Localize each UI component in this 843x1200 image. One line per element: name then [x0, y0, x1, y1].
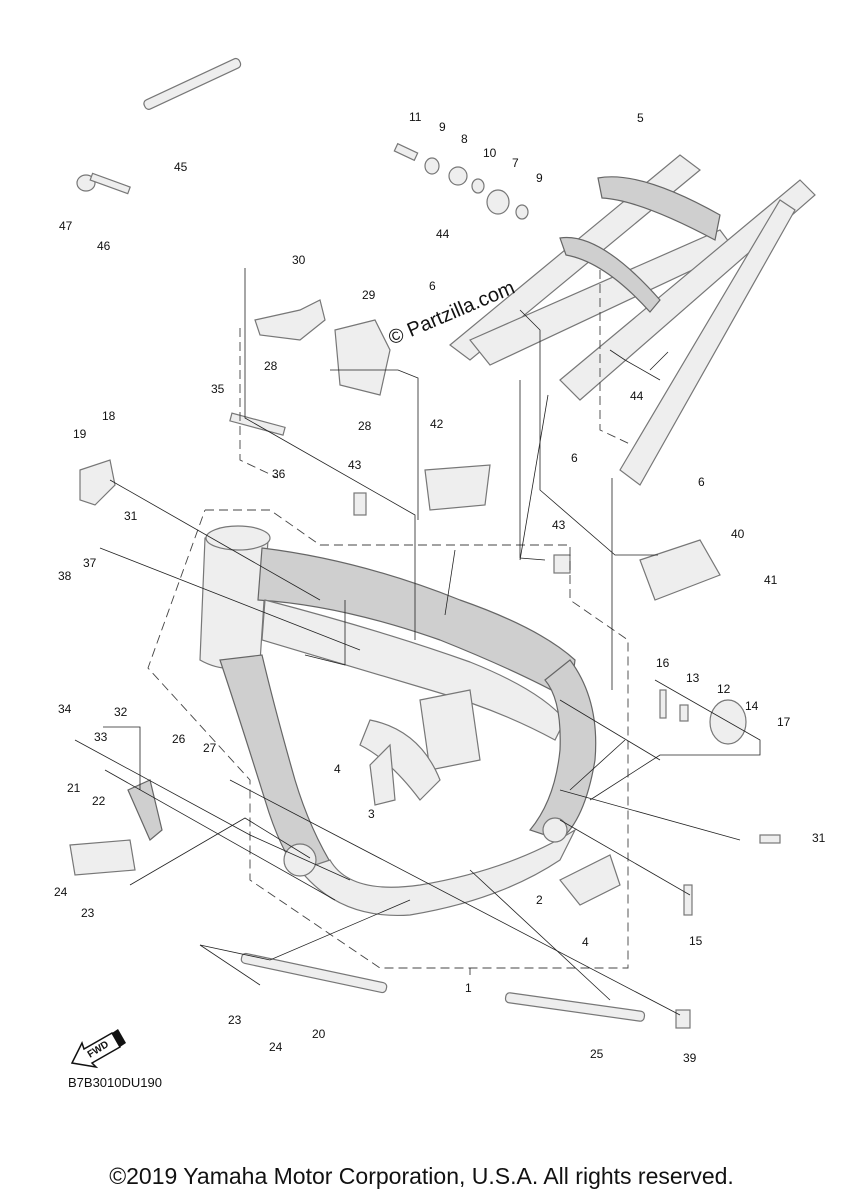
- callout-35: 35: [211, 382, 225, 396]
- callout-33: 33: [94, 730, 108, 744]
- callout-16: 16: [656, 656, 670, 670]
- leader-lines: [74, 268, 761, 1016]
- callout-31: 31: [124, 509, 138, 523]
- callout-3: 3: [368, 807, 375, 821]
- callout-39: 39: [683, 1051, 697, 1065]
- callout-17: 17: [777, 715, 791, 729]
- callout-9: 9: [439, 120, 446, 134]
- callout-43: 43: [348, 458, 362, 472]
- callout-44: 44: [436, 227, 450, 241]
- callout-23: 23: [81, 906, 95, 920]
- callout-41: 41: [764, 573, 778, 587]
- callout-4: 4: [334, 762, 341, 776]
- callout-31: 31: [812, 831, 826, 845]
- callout-20: 20: [312, 1027, 326, 1041]
- callout-24: 24: [269, 1040, 283, 1054]
- callout-6: 6: [698, 475, 705, 489]
- callout-12: 12: [717, 682, 731, 696]
- group-outlines: [147, 270, 633, 969]
- callout-47: 47: [59, 219, 73, 233]
- callout-19: 19: [73, 427, 87, 441]
- callout-9: 9: [536, 171, 543, 185]
- callout-10: 10: [483, 146, 497, 160]
- callout-8: 8: [461, 132, 468, 146]
- callout-28: 28: [264, 359, 278, 373]
- rear-subframe: [449, 154, 816, 486]
- callout-24: 24: [54, 885, 68, 899]
- callout-5: 5: [637, 111, 644, 125]
- callout-30: 30: [292, 253, 306, 267]
- fwd-arrow-icon: FWD: [70, 1029, 126, 1069]
- callout-29: 29: [362, 288, 376, 302]
- callout-22: 22: [92, 794, 106, 808]
- callout-1: 1: [465, 981, 472, 995]
- callout-28: 28: [358, 419, 372, 433]
- callout-labels: 1 2 3 4 4 4 5 6 6 6 6 7 8 9 9 10 11 12 1…: [54, 110, 826, 1065]
- callout-26: 26: [172, 732, 186, 746]
- callout-2: 2: [536, 893, 543, 907]
- callout-43: 43: [552, 518, 566, 532]
- small-parts: [69, 57, 781, 1029]
- callout-34: 34: [58, 702, 72, 716]
- callout-44: 44: [630, 389, 644, 403]
- callout-6: 6: [429, 279, 436, 293]
- callout-13: 13: [686, 671, 700, 685]
- callout-40: 40: [731, 527, 745, 541]
- callout-23: 23: [228, 1013, 242, 1027]
- callout-37: 37: [83, 556, 97, 570]
- callout-38: 38: [58, 569, 72, 583]
- copyright-notice: ©2019 Yamaha Motor Corporation, U.S.A. A…: [109, 1163, 734, 1189]
- callout-14: 14: [745, 699, 759, 713]
- callout-45: 45: [174, 160, 188, 174]
- callout-42: 42: [430, 417, 444, 431]
- callout-4: 4: [582, 935, 589, 949]
- callout-36: 36: [272, 467, 286, 481]
- callout-46: 46: [97, 239, 111, 253]
- callout-21: 21: [67, 781, 81, 795]
- callout-25: 25: [590, 1047, 604, 1061]
- callout-6: 6: [571, 451, 578, 465]
- callout-7: 7: [512, 156, 519, 170]
- callout-18: 18: [102, 409, 116, 423]
- callout-32: 32: [114, 705, 128, 719]
- callout-15: 15: [689, 934, 703, 948]
- callout-27: 27: [203, 741, 217, 755]
- callout-11: 11: [409, 110, 422, 124]
- diagram-code: B7B3010DU190: [68, 1075, 162, 1090]
